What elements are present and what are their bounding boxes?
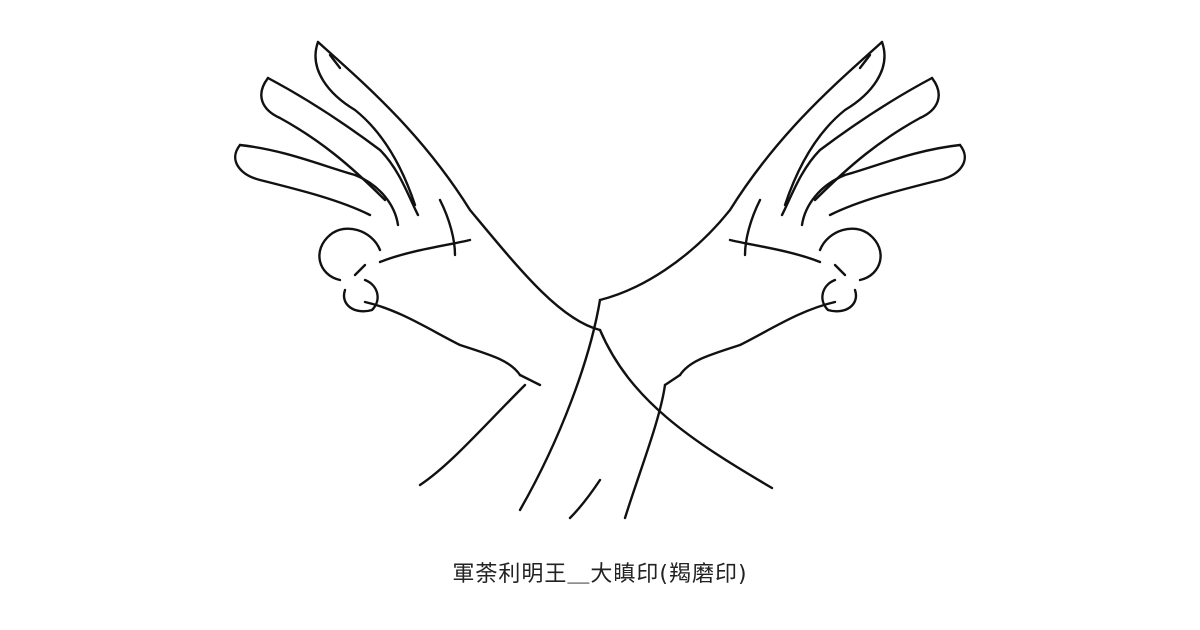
- left-hand: [234, 40, 774, 490]
- crossed-hands-mudra-drawing: [234, 40, 966, 520]
- right-hand: [518, 40, 966, 520]
- mudra-caption: 軍荼利明王＿大瞋印(羯磨印): [452, 562, 748, 587]
